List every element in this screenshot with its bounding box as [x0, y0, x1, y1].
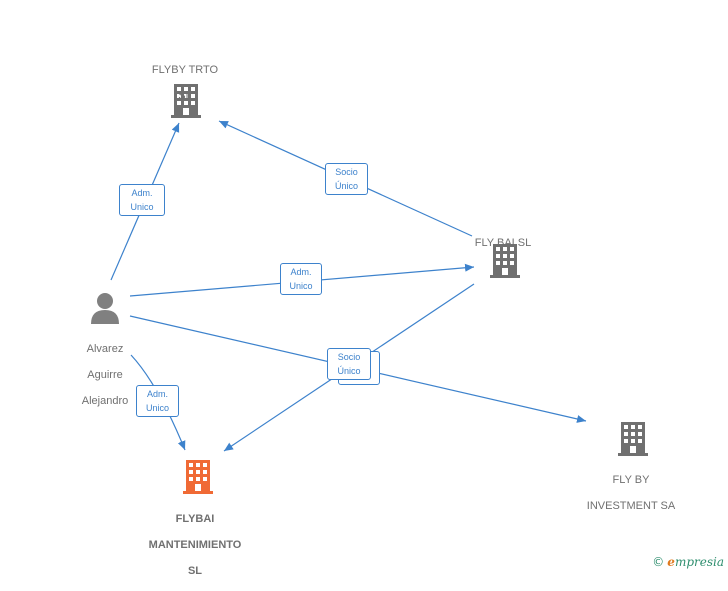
edge-label-adm-unico[interactable]: Adm. Unico — [119, 184, 165, 216]
node-label-flybai-mantenimiento: FLYBAI MANTENIMIENTO SL — [135, 500, 255, 591]
edge-label-line: Socio — [337, 352, 361, 362]
edge-label-line: Adm. — [131, 188, 153, 198]
node-label-line: SL — [187, 565, 203, 577]
node-label-line: SL — [178, 90, 192, 102]
brand-logo-text: mpresia — [674, 555, 724, 569]
brand-logo-e: e — [667, 555, 675, 569]
edge-label-line: Adm. — [290, 267, 312, 277]
edge-label-line: Unico — [130, 202, 154, 212]
node-label-line: Aguirre — [87, 369, 123, 381]
edge-label-adm-unico[interactable]: Adm. Unico — [136, 385, 179, 417]
person-icon[interactable] — [91, 293, 119, 324]
edge-label-line: Adm. — [146, 389, 168, 399]
node-label-line: FLY BAI SL — [474, 237, 532, 249]
node-label-line: FLYBAI — [175, 513, 215, 525]
copyright-icon: © — [652, 555, 665, 569]
building-icon-highlighted[interactable] — [183, 460, 213, 494]
edge-label-line: Único — [337, 366, 361, 376]
node-label-line: FLYBY TRTO — [151, 64, 219, 76]
node-label-fly-by-investment: FLY BY INVESTMENT SA — [578, 461, 684, 526]
brand-footer: ©empresia — [652, 555, 724, 569]
node-label-person: Alvarez Aguirre Alejandro — [55, 330, 155, 421]
building-icon[interactable] — [171, 84, 201, 118]
node-label-flyby-trto: FLYBY TRTO SL — [135, 51, 235, 116]
edge-label-line: Único — [334, 181, 358, 191]
edge-label-line: Socio — [335, 167, 358, 177]
node-label-line: Alejandro — [81, 395, 129, 407]
building-icon[interactable] — [490, 244, 520, 278]
node-label-fly-bai: FLY BAI SL — [453, 224, 553, 263]
edge-label-socio-unico[interactable]: Socio Único — [327, 348, 371, 380]
edge-label-line: Unico — [289, 281, 313, 291]
building-icon[interactable] — [618, 422, 648, 456]
edge-label-adm-unico[interactable]: Adm. Unico — [280, 263, 322, 295]
node-label-line: FLY BY — [612, 474, 650, 486]
node-label-line: INVESTMENT SA — [586, 500, 676, 512]
node-label-line: Alvarez — [86, 343, 124, 355]
node-label-line: MANTENIMIENTO — [148, 539, 242, 551]
edge-label-socio-unico[interactable]: Socio Único — [325, 163, 368, 195]
edge-label-line: Unico — [145, 403, 169, 413]
